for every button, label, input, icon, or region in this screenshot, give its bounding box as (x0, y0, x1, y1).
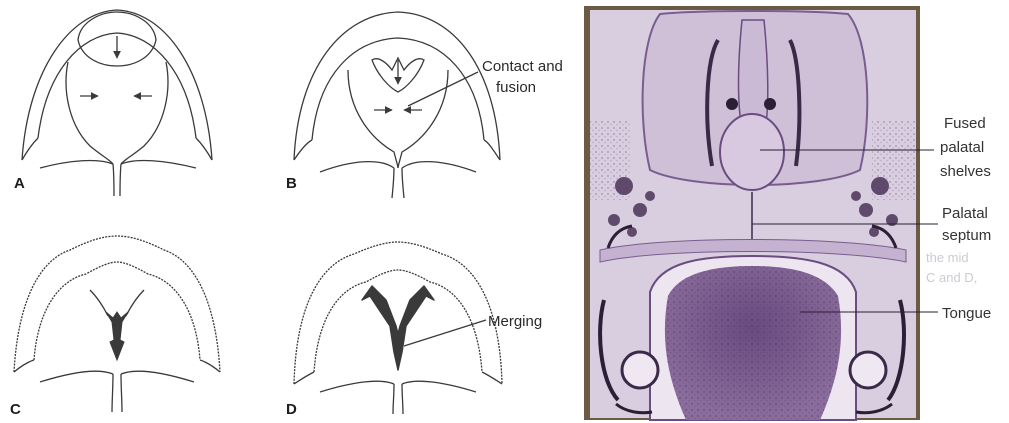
contact-fusion-label-line1: Contact and (482, 58, 563, 75)
bleed-text-2: C and D, (926, 270, 977, 285)
panel-d-lower-left (294, 372, 314, 384)
panel-a-tongue-base (40, 161, 196, 168)
panel-b-label: B (286, 175, 297, 192)
panel-b-shelf-right (398, 70, 448, 168)
merging-y-arrow-icon (362, 286, 434, 370)
merging-label: Merging (488, 313, 542, 330)
panel-c-cleft (112, 374, 122, 412)
panel-a-cleft (113, 164, 121, 196)
palatal-septum-label-line2: septum (942, 227, 991, 244)
panel-b-inner-arch (312, 38, 484, 140)
panel-b-shelf-left (348, 70, 398, 168)
palatal-septum-label-line1: Palatal (942, 205, 988, 222)
panel-d (294, 242, 502, 414)
panel-a-shelf-right (121, 62, 168, 164)
bleed-text-1: the mid (926, 250, 969, 265)
fused-label-line1: Fused (944, 115, 986, 132)
meckel-cartilage-left (622, 352, 658, 388)
panel-b-cheek-left (294, 140, 312, 160)
panel-c-lower-right (200, 360, 220, 372)
panel-a-label: A (14, 175, 25, 192)
panel-d-lower-right (482, 372, 502, 384)
meckel-cartilage-right (850, 352, 886, 388)
histology-micrograph (584, 6, 938, 420)
panel-d-tongue-base (320, 381, 476, 392)
fused-palatal-shelves-region (720, 114, 784, 190)
panel-d-cleft (393, 384, 403, 414)
panel-c-lower-left (14, 360, 34, 372)
panel-b-cleft (392, 168, 404, 198)
panel-d-label: D (286, 401, 297, 418)
fusion-arrow-icon (106, 312, 128, 360)
panel-c-palatal-slit-right (126, 290, 144, 316)
panel-c-palatal-slit-left (90, 290, 108, 316)
panel-b (294, 12, 500, 198)
panel-a-shelf-left (66, 62, 113, 164)
fused-label-line3: shelves (940, 163, 991, 180)
panel-c-tongue-base (40, 371, 194, 382)
panel-a (22, 10, 212, 196)
panel-b-cheek-right (484, 140, 500, 160)
panel-c-label: C (10, 401, 21, 418)
tongue-label: Tongue (942, 305, 991, 322)
fused-label-line2: palatal (940, 139, 984, 156)
merging-leader (404, 320, 486, 346)
contact-fusion-label-line2: fusion (496, 79, 536, 96)
